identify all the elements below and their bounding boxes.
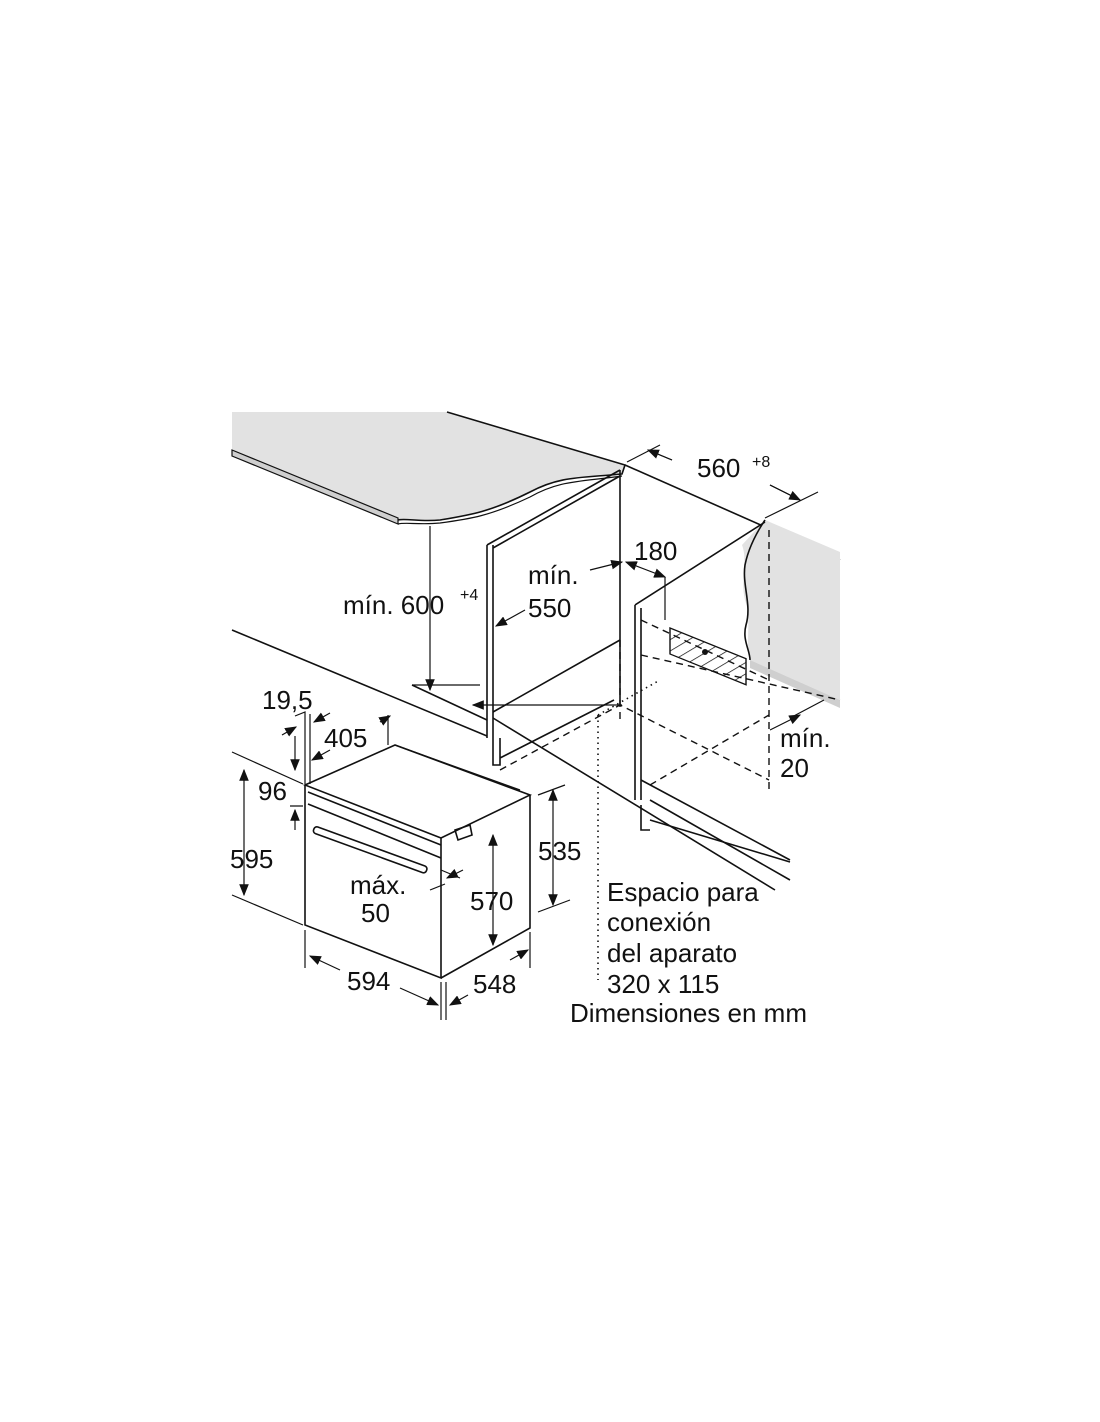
connection-note-line-2: conexión [607,907,711,937]
label-height-min: mín. 600 [343,590,444,620]
label-max-prefix: máx. [350,870,406,900]
left-cabinet [231,469,776,891]
dimensions-unit-note: Dimensiones en mm [570,998,807,1028]
oven-handle [312,826,428,874]
label-405: 405 [324,723,367,753]
label-570: 570 [470,886,513,916]
label-594: 594 [347,966,390,996]
oven [302,744,533,980]
label-180: 180 [634,536,677,566]
label-96: 96 [258,776,287,806]
connection-note-line-3: del aparato [607,938,737,968]
label-min20-value: 20 [780,753,809,783]
label-niche-width: 560 [697,453,740,483]
label-595: 595 [230,844,273,874]
label-max-value: 50 [361,898,390,928]
label-depth-min-prefix: mín. [528,560,579,590]
label-niche-width-tol: +8 [752,454,770,471]
label-height-tol: +4 [460,587,478,604]
dimension-lines [231,444,825,1020]
label-535: 535 [538,836,581,866]
label-548: 548 [473,969,516,999]
left-countertop [231,411,627,525]
connection-note-line-1: Espacio para [607,877,759,907]
connection-note-line-4: 320 x 115 [607,969,719,999]
label-min20-prefix: mín. [780,723,831,753]
label-19-5: 19,5 [262,685,313,715]
connection-area-hatch [669,627,747,686]
label-depth-min-value: 550 [528,593,571,623]
right-cabinet [499,464,841,980]
